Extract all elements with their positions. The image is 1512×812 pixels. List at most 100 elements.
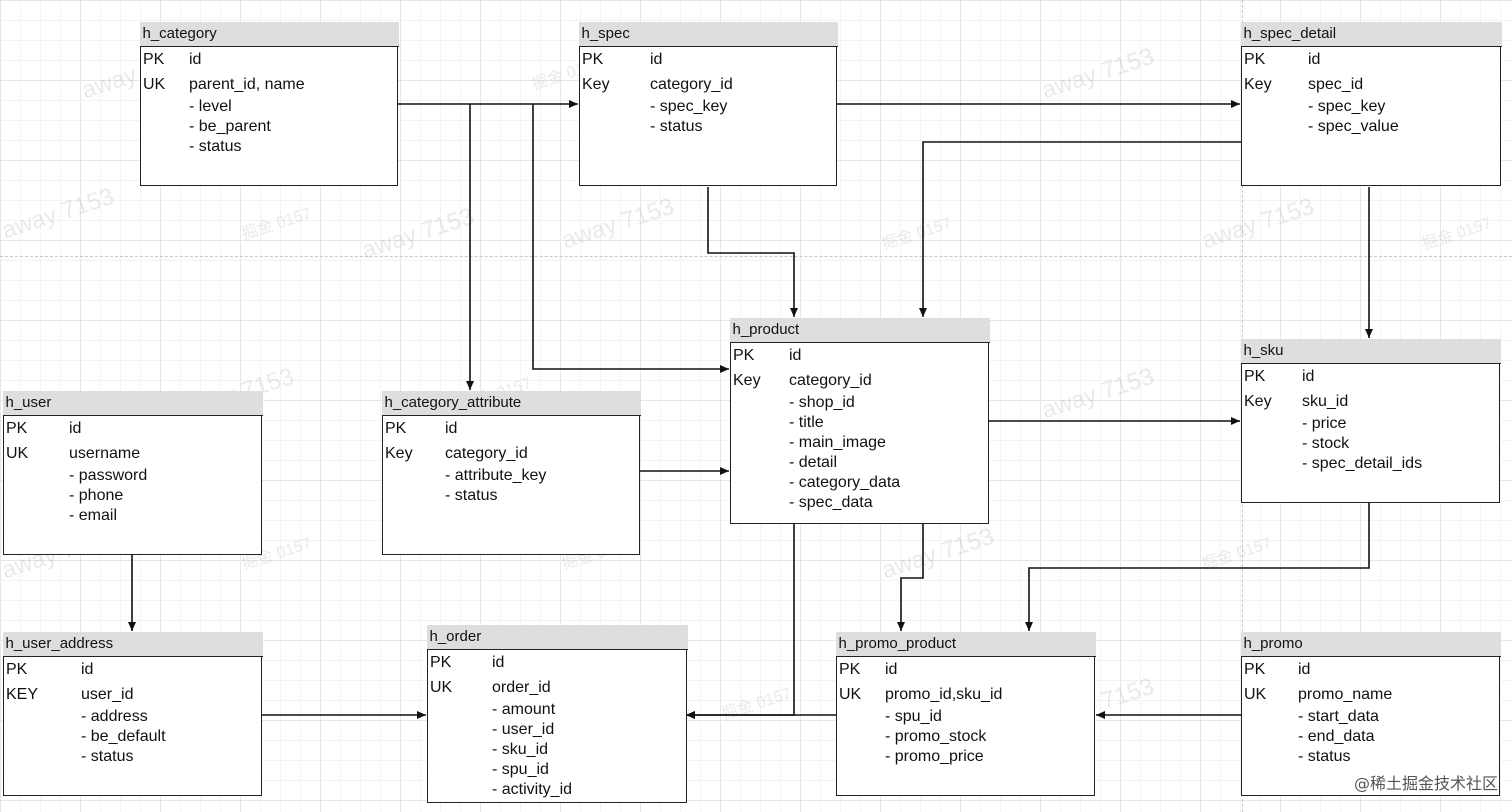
attribute-row: - price <box>1302 414 1347 432</box>
key-type: Key <box>582 75 610 93</box>
attribute-row: - phone <box>69 486 124 504</box>
entity-title: h_user_address <box>2 631 263 657</box>
key-field: id <box>81 660 94 678</box>
key-row: PK id <box>428 650 686 675</box>
key-row: Key category_id <box>580 72 836 97</box>
attribute-row: - activity_id <box>492 780 573 798</box>
key-type: KEY <box>6 685 39 703</box>
key-row: UK promo_name <box>1242 682 1499 707</box>
key-type: UK <box>1244 685 1267 703</box>
key-type: UK <box>143 75 166 93</box>
entity-title: h_user <box>2 390 263 416</box>
attribute-row: - amount <box>492 700 556 718</box>
attribute-row: - spec_key <box>1308 97 1386 115</box>
entity-title: h_promo <box>1240 631 1501 657</box>
key-row: PK id <box>1242 657 1499 682</box>
relationship-arrow-h_product-to-h_promo_product <box>897 524 924 631</box>
key-field: id <box>1308 50 1321 68</box>
key-field: id <box>1298 660 1311 678</box>
attribute-row: - address <box>81 707 148 725</box>
key-field: id <box>885 660 898 678</box>
key-field: user_id <box>81 685 134 703</box>
key-row: PK id <box>580 47 836 72</box>
relationship-arrow-h_spec_detail-to-h_product <box>919 141 1241 317</box>
attribute-row: - be_default <box>81 727 166 745</box>
key-row: Key category_id <box>731 368 988 393</box>
key-type: PK <box>6 660 28 678</box>
key-row: UK username <box>4 441 261 466</box>
attribute-row: - stock <box>1302 434 1350 452</box>
attribute-row: - detail <box>789 453 838 471</box>
key-row: PK id <box>1242 47 1500 72</box>
attribute-row: - user_id <box>492 720 555 738</box>
key-row: PK id <box>383 416 639 441</box>
key-type: PK <box>1244 50 1266 68</box>
key-field: category_id <box>789 371 872 389</box>
entity-title: h_promo_product <box>835 631 1096 657</box>
key-type: UK <box>6 444 29 462</box>
attribute-row: - level <box>189 97 232 115</box>
attribute-row: - end_data <box>1298 727 1375 745</box>
key-field: id <box>1302 367 1315 385</box>
attribute-row: - password <box>69 466 148 484</box>
attribute-row: - start_data <box>1298 707 1379 725</box>
key-field: username <box>69 444 141 462</box>
key-field: id <box>189 50 202 68</box>
key-row: KEY user_id <box>4 682 261 707</box>
attribute-row: - status <box>81 747 134 765</box>
attribute-row: - spec_data <box>789 493 873 511</box>
relationship-arrow-h_product-to-h_order <box>686 524 795 719</box>
attribute-row: - promo_stock <box>885 727 987 745</box>
attribute-row: - status <box>1298 747 1351 765</box>
key-field: id <box>650 50 663 68</box>
key-type: Key <box>1244 392 1272 410</box>
entity-title: h_spec_detail <box>1240 21 1502 47</box>
attribute-row: - status <box>650 117 703 135</box>
key-field: order_id <box>492 678 551 696</box>
entity-title: h_product <box>729 317 990 343</box>
attribute-row: - title <box>789 413 824 431</box>
entity-title: h_order <box>426 624 688 650</box>
key-type: Key <box>385 444 413 462</box>
key-field: promo_name <box>1298 685 1393 703</box>
key-type: PK <box>839 660 861 678</box>
key-type: PK <box>430 653 452 671</box>
attribute-row: - status <box>189 137 242 155</box>
attribute-row: - spec_detail_ids <box>1302 454 1423 472</box>
attribute-row: - promo_price <box>885 747 984 765</box>
entity-title: h_category <box>139 21 399 47</box>
attribute-row: - sku_id <box>492 740 549 758</box>
key-type: PK <box>582 50 604 68</box>
entity-title: h_sku <box>1240 338 1501 364</box>
key-type: PK <box>6 419 28 437</box>
key-field: category_id <box>650 75 733 93</box>
key-row: Key category_id <box>383 441 639 466</box>
key-field: id <box>445 419 458 437</box>
key-type: PK <box>1244 660 1266 678</box>
key-type: Key <box>733 371 761 389</box>
key-field: id <box>492 653 505 671</box>
attribute-row: - attribute_key <box>445 466 547 484</box>
key-type: PK <box>385 419 407 437</box>
key-field: category_id <box>445 444 528 462</box>
entity-title: h_category_attribute <box>381 390 641 416</box>
attribute-row: - spec_value <box>1308 117 1399 135</box>
